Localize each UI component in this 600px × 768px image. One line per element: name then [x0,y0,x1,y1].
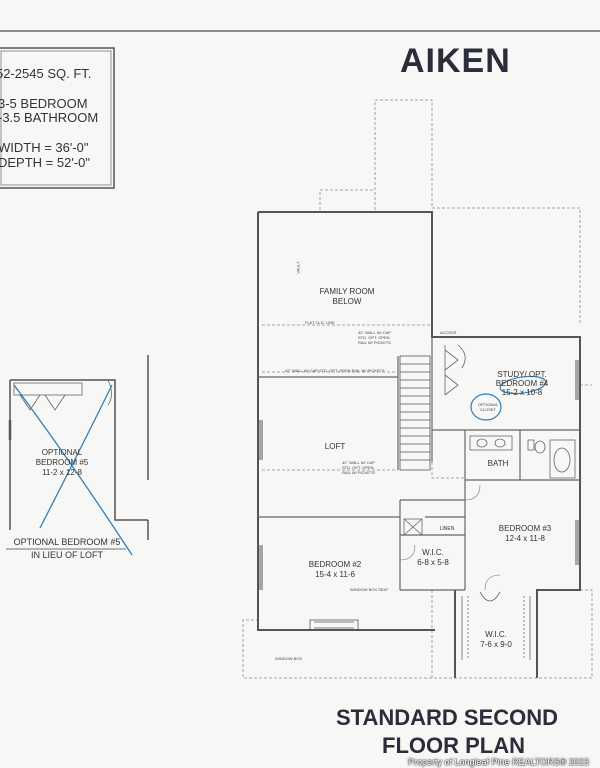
rail-note-3: 42" WALL W/ CAP STD. OPT. OPEN RAIL W/ P… [342,460,375,475]
optional-bedroom5-name: OPTIONAL [41,448,83,457]
bath-label: BATH [487,459,509,468]
exterior-walls [257,211,581,678]
study-closet-doors [444,344,466,396]
family-room-name: FAMILY ROOM [319,287,375,296]
optional-bedroom5-sub: BEDROOM #5 [35,458,89,467]
optional-bedroom-5-walls [9,355,149,540]
vault-note: VAULT [295,261,301,274]
cross-out-annotation [13,384,133,556]
study-sub: BEDROOM #4 [495,379,549,388]
spec-sqft: 52-2545 SQ. FT. [0,66,92,81]
copyright-watermark: Property of Longleaf Pine REALTORS® 2023 [408,757,589,767]
bedroom2-dims: 15-4 x 11-6 [315,570,355,579]
optional-caption-line1: OPTIONAL BEDROOM #5 [13,537,121,547]
spec-bedrooms: 3-5 BEDROOM [0,96,88,111]
chase-box [403,518,423,536]
flat-ceiling-note: FLAT CLG. LINE [305,320,335,325]
wic2-dims: 7-6 x 9-0 [480,640,512,649]
study-dims: 15-2 x 10-8 [501,388,543,397]
door-swings [399,484,501,591]
circle-annotations [470,375,547,421]
access-note: ACCESS [440,330,457,335]
footer-title-line2: FLOOR PLAN [382,733,525,758]
spec-box-inner [0,50,112,186]
loft-label: LOFT [324,442,346,451]
wic2-name: W.I.C. [485,630,507,639]
spec-box [0,47,115,189]
optional-caption-line2: IN LIEU OF LOFT [30,550,103,560]
bedroom3-name: BEDROOM #3 [498,524,552,533]
optional-closet-note: OPTIONAL CLOSET [477,402,499,412]
ground-footprint-outline [242,99,593,679]
rail-note-1: 42" WALL W/ CAP STD. OPT. OPEN RAIL W/ P… [358,330,391,345]
wic1-name: W.I.C. [422,548,444,557]
stairs [399,355,431,471]
optional-bedroom-5-closet [13,379,112,411]
spec-depth: DEPTH = 52'-0" [0,155,90,170]
window-box-note: WINDOW BOX [275,656,303,661]
study-label: STUDY/ OPT. BEDROOM #4 15-2 x 10-8 [482,370,562,397]
wic2-shelving [461,591,531,660]
plan-title: AIKEN [400,42,511,80]
spec-bathrooms: -3.5 BATHROOM [0,110,99,125]
footer-title-line1: STANDARD SECOND [336,705,559,730]
wic1-dims: 6-8 x 5-8 [417,558,449,567]
ceiling-lines [262,324,465,479]
study-name: STUDY/ OPT. [497,370,547,379]
optional-bedroom5-label: OPTIONAL BEDROOM #5 11-2 x 12-8 [22,448,102,478]
bedroom2-label: BEDROOM #2 15-4 x 11-6 [290,560,380,580]
bath-fixtures [469,435,576,479]
bedroom3-dims: 12-4 x 11-8 [505,534,545,543]
rail-note-2: 42" WALL W/ CAP STD. OPT. OPEN RAIL W/ P… [285,368,385,373]
windows [259,360,579,590]
window-box-seat [309,619,359,631]
bedroom3-label: BEDROOM #3 12-4 x 11-8 [480,524,570,544]
wic2-label: W.I.C. 7-6 x 9-0 [466,630,526,650]
family-room-sub: BELOW [332,297,362,306]
linen-label: LINEN [439,526,455,532]
wic1-label: W.I.C. 6-8 x 5-8 [403,548,463,568]
family-room-label: FAMILY ROOM BELOW [302,287,392,307]
window-box-seat-note: WINDOW BOX SEAT [350,587,389,592]
optional-bedroom5-dims: 11-2 x 12-8 [42,468,82,477]
spec-width: WIDTH = 36'-0" [0,140,89,155]
bedroom2-name: BEDROOM #2 [308,560,362,569]
